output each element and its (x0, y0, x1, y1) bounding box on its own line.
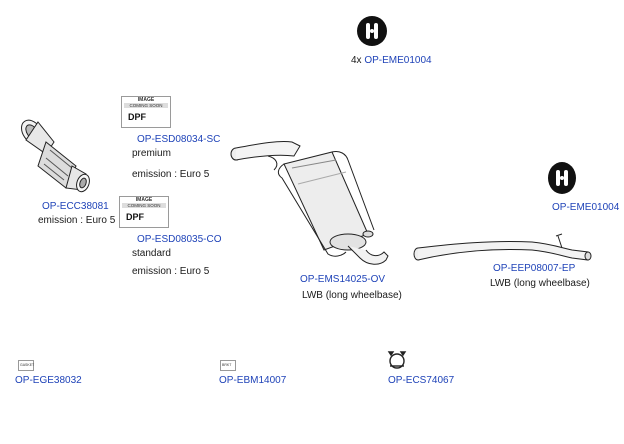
end-pipe-code-link[interactable]: OP-EEP08007-EP (493, 263, 576, 274)
dpf-premium-emission: emission : Euro 5 (132, 169, 210, 180)
gasket-thumb-label: GASKET (20, 363, 35, 367)
rear-silencer-icon[interactable] (228, 134, 389, 270)
end-pipe-icon[interactable] (412, 230, 592, 264)
gasket-code-link[interactable]: OP-EGE38032 (15, 375, 82, 386)
catalytic-converter-icon[interactable] (16, 114, 96, 198)
bracket-thumbnail[interactable]: BRKT (220, 360, 236, 371)
thumb-coming-soon-text: COMING SOON (124, 103, 168, 108)
rubber-hanger-top-icon[interactable] (355, 14, 389, 48)
end-pipe-description: LWB (long wheelbase) (490, 278, 590, 289)
dpf-standard-thumbnail[interactable]: IMAGE COMING SOON DPF (119, 196, 169, 228)
thumb-dpf-label: DPF (128, 112, 146, 122)
clamp-icon[interactable] (385, 350, 409, 370)
hanger-top-caption: 4x OP-EME01004 (351, 55, 432, 66)
thumb-image-text: IMAGE (137, 97, 155, 103)
rear-silencer-description: LWB (long wheelbase) (302, 290, 402, 301)
thumb-coming-soon-text: COMING SOON (122, 203, 166, 208)
dpf-standard-grade: standard (132, 248, 171, 259)
hanger-right-code-link[interactable]: OP-EME01004 (552, 202, 620, 213)
dpf-premium-grade: premium (132, 148, 171, 159)
bracket-thumb-label: BRKT (222, 363, 232, 367)
clamp-code-link[interactable]: OP-ECS74067 (388, 375, 455, 386)
hanger-top-qty: 4x (351, 55, 362, 66)
bracket-code-link[interactable]: OP-EBM14007 (219, 375, 287, 386)
hanger-top-code-link[interactable]: OP-EME01004 (364, 55, 432, 66)
dpf-premium-code-link[interactable]: OP-ESD08034-SC (137, 134, 221, 145)
thumb-image-text: IMAGE (135, 197, 153, 203)
dpf-standard-code-link[interactable]: OP-ESD08035-CO (137, 234, 222, 245)
rubber-hanger-right-icon[interactable] (546, 160, 578, 196)
rear-silencer-code-link[interactable]: OP-EMS14025-OV (300, 274, 386, 285)
dpf-premium-thumbnail[interactable]: IMAGE COMING SOON DPF (121, 96, 171, 128)
gasket-thumbnail[interactable]: GASKET (18, 360, 34, 371)
catalyst-code-link[interactable]: OP-ECC38081 (42, 201, 109, 212)
thumb-dpf-label: DPF (126, 212, 144, 222)
catalyst-emission: emission : Euro 5 (38, 215, 116, 226)
dpf-standard-emission: emission : Euro 5 (132, 266, 210, 277)
